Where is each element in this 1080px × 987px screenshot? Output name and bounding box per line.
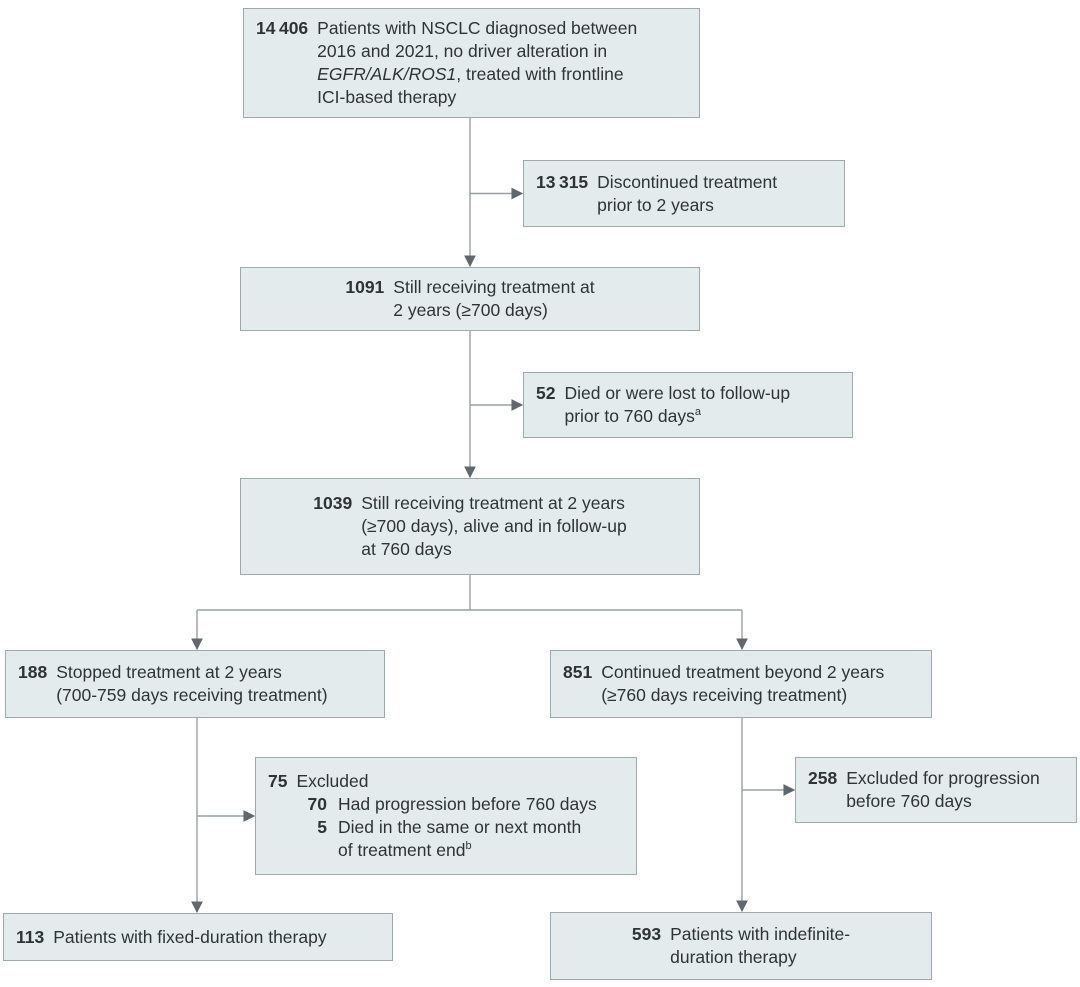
box-discontinued-before-2y: 13 315 Discontinued treatment prior to 2… — [523, 160, 845, 227]
box-label: Patients with NSCLC diagnosed between 20… — [317, 18, 638, 107]
excluded-reason-died: 5 Died in the same or next month of trea… — [268, 816, 597, 862]
box-label: Still receiving treatment at 2 years (≥7… — [393, 277, 595, 320]
box-excluded-progression-right-arm: 258 Excluded for progression before 760 … — [795, 757, 1077, 823]
reason-count: 5 — [317, 817, 327, 837]
box-continued-beyond-2y: 851 Continued treatment beyond 2 years (… — [550, 650, 932, 718]
patient-count: 113 — [16, 926, 45, 947]
box-label: Continued treatment beyond 2 years (≥760… — [601, 662, 885, 705]
box-label: Died or were lost to follow-up prior to … — [564, 383, 791, 426]
box-still-on-treatment-2y: 1091 Still receiving treatment at 2 year… — [240, 267, 700, 331]
patient-count: 851 — [563, 662, 593, 682]
box-fixed-duration-therapy: 113 Patients with fixed-duration therapy — [3, 913, 393, 961]
box-diagnosed-patients: 14 406 Patients with NSCLC diagnosed bet… — [243, 8, 700, 118]
box-label: Patients with fixed-duration therapy — [53, 926, 327, 947]
box-label: Discontinued treatment prior to 2 years — [597, 171, 778, 215]
box-died-or-lost-followup: 52 Died or were lost to follow-up prior … — [523, 372, 853, 438]
reason-count: 70 — [307, 794, 327, 814]
patient-count: 593 — [631, 924, 662, 944]
box-label: Patients with indefinite- duration thera… — [670, 924, 851, 967]
reason-label: Had progression before 760 days — [338, 794, 597, 814]
patient-count: 52 — [536, 383, 556, 403]
footnote-b: b — [465, 840, 472, 853]
box-label: Still receiving treatment at 2 years (≥7… — [361, 493, 627, 559]
box-excluded-fixed-arm: 75 Excluded 70 Had progression before 76… — [255, 757, 637, 875]
excluded-count: 75 — [268, 771, 288, 791]
patient-count: 258 — [808, 768, 838, 788]
box-alive-in-followup-760d: 1039 Still receiving treatment at 2 year… — [240, 478, 700, 575]
reason-label: Died in the same or next month of treatm… — [338, 817, 582, 860]
gene-names: EGFR/ALK/ROS1 — [317, 64, 457, 84]
box-stopped-at-2y: 188 Stopped treatment at 2 years (700-75… — [5, 650, 385, 718]
patient-count: 1091 — [345, 277, 385, 297]
patient-count: 1039 — [313, 493, 353, 513]
patient-count: 14 406 — [256, 18, 309, 38]
patient-count: 13 315 — [536, 171, 589, 192]
excluded-reason-progression: 70 Had progression before 760 days — [268, 793, 597, 816]
box-indefinite-duration-therapy: 593 Patients with indefinite- duration t… — [550, 912, 932, 980]
footnote-a: a — [694, 406, 701, 419]
box-label: Excluded — [296, 771, 369, 791]
box-label: Excluded for progression before 760 days — [846, 768, 1040, 811]
patient-count: 188 — [18, 662, 48, 682]
box-label: Stopped treatment at 2 years (700-759 da… — [56, 662, 328, 705]
